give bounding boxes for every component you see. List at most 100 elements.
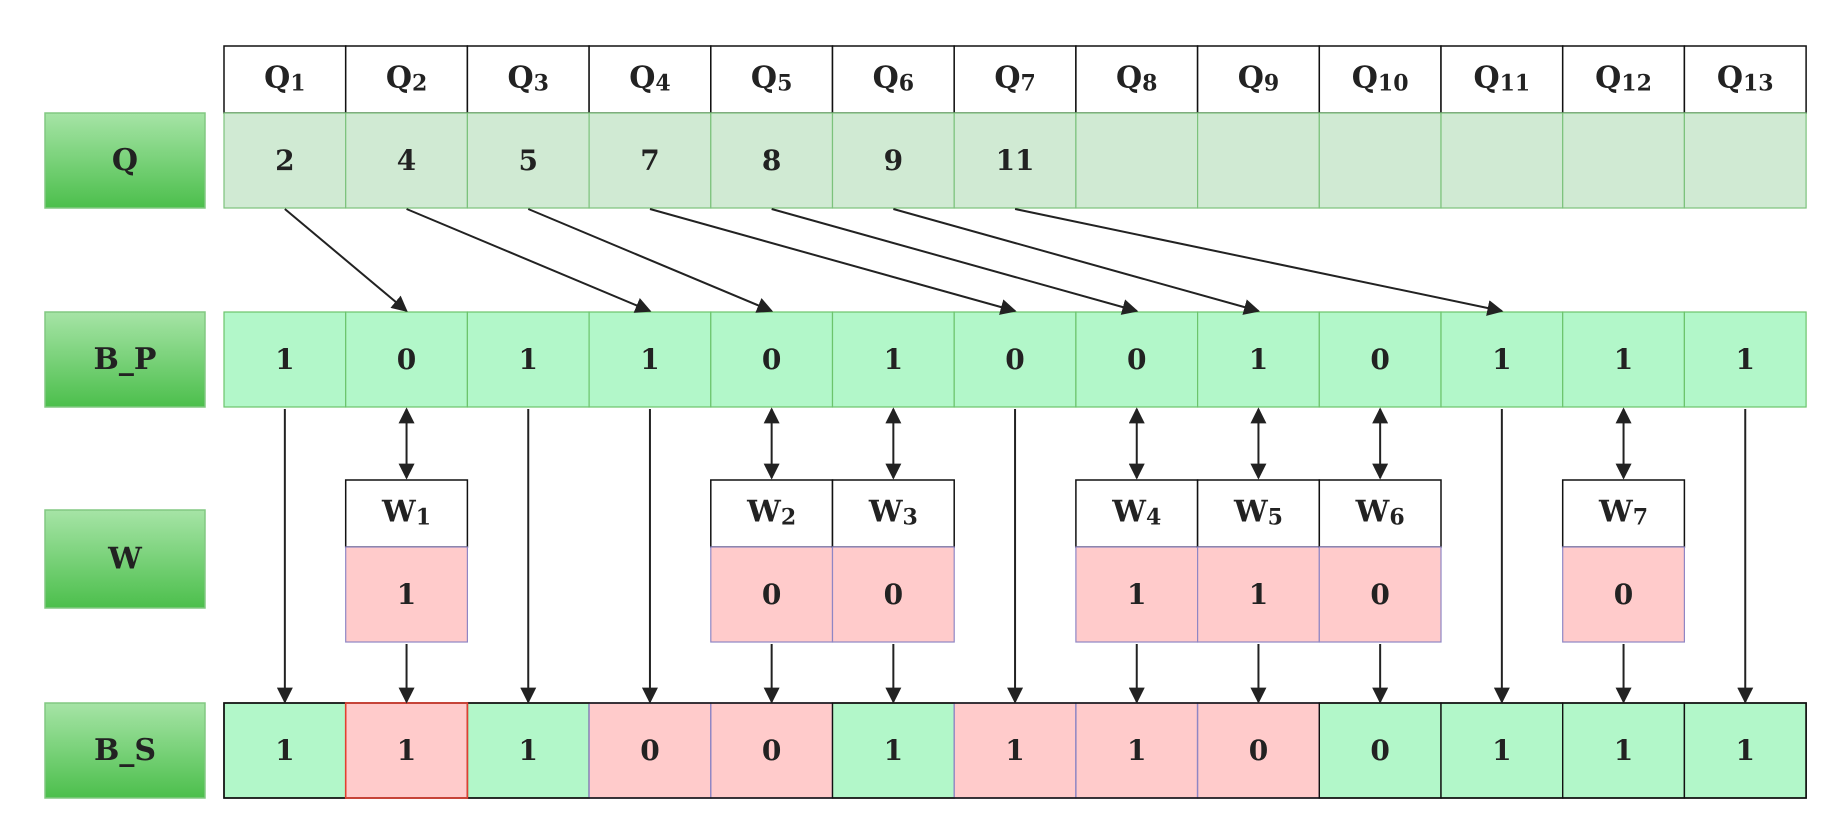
row-label-b-p: B_P <box>44 311 206 408</box>
row-label-b-s: B_S <box>44 702 206 799</box>
q-header-box <box>953 45 1077 114</box>
q-header-box <box>831 45 955 114</box>
row-label-w: W <box>44 509 206 609</box>
w-box-6: W60 <box>1318 479 1442 643</box>
bp-box <box>1075 311 1199 408</box>
bs-box <box>1318 702 1442 799</box>
q-value-box <box>1683 112 1807 209</box>
q-value: 4 <box>397 144 416 177</box>
q-value-box <box>1562 112 1685 209</box>
w-header-label: W1 <box>381 494 431 531</box>
w-value: 0 <box>884 578 903 611</box>
bp-value: 0 <box>1127 343 1146 376</box>
q-header-cell: Q1 <box>223 45 347 114</box>
q-header-cell: Q9 <box>1196 45 1321 114</box>
w-value-box <box>710 546 834 643</box>
w-header-box <box>710 479 834 548</box>
row-label-text: Q <box>112 143 138 178</box>
w-header-box <box>344 479 469 548</box>
q-header-cell: Q8 <box>1075 45 1199 114</box>
bp-box <box>1683 311 1807 408</box>
q-header-cell: Q12 <box>1561 45 1686 114</box>
q-value-cell <box>1075 112 1199 209</box>
q-header-label: Q4 <box>629 60 670 97</box>
row-label-box <box>44 509 206 609</box>
w-value: 0 <box>1370 578 1389 611</box>
q-header-box <box>1440 45 1564 114</box>
q-value: 9 <box>884 144 903 177</box>
q-header-label: Q2 <box>386 60 427 97</box>
bs-value: 1 <box>1127 734 1146 767</box>
q-header-cell: Q11 <box>1440 45 1564 114</box>
bs-value: 1 <box>1736 734 1755 767</box>
q-value-cell <box>1683 112 1807 209</box>
q-header-label: Q8 <box>1116 60 1157 97</box>
w-box-2: W20 <box>710 479 834 643</box>
w-value-box <box>1075 546 1199 643</box>
q-value: 11 <box>996 144 1035 177</box>
q-value-box <box>345 112 469 209</box>
bp-cell: 1 <box>1683 311 1807 408</box>
row-label-text: B_P <box>94 342 157 377</box>
w-box-4: W41 <box>1075 479 1199 643</box>
q-value-cell: 11 <box>953 112 1077 209</box>
w-header-label: W5 <box>1233 494 1283 531</box>
q-header-cell: Q7 <box>953 45 1077 114</box>
bp-box <box>223 311 347 408</box>
w-value-box <box>345 546 469 643</box>
q-to-bp-arrow <box>284 208 408 313</box>
bs-box <box>1561 702 1686 799</box>
q-header-cell: Q10 <box>1318 45 1442 114</box>
bs-cell: 1 <box>466 702 590 799</box>
bs-value: 0 <box>640 734 659 767</box>
bp-value: 0 <box>762 343 781 376</box>
bp-value: 1 <box>884 343 903 376</box>
bp-value: 1 <box>1492 343 1511 376</box>
q-header-box <box>1075 45 1199 114</box>
q-header-label: Q12 <box>1595 60 1652 97</box>
bs-cell: 0 <box>1318 702 1442 799</box>
arrows <box>276 208 1754 704</box>
bp-cell: 0 <box>710 311 834 408</box>
w-header-box <box>831 479 955 548</box>
bs-box <box>831 702 955 799</box>
bs-cell: 1 <box>345 702 469 799</box>
q-header-box <box>710 45 834 114</box>
q-header-label: Q6 <box>873 60 914 97</box>
bs-value: 1 <box>884 734 903 767</box>
w-box-3: W3 0 <box>831 479 955 643</box>
bs-box <box>710 702 834 799</box>
w-value: 1 <box>397 578 416 611</box>
w-value: 0 <box>762 578 781 611</box>
bs-value: 0 <box>1370 734 1389 767</box>
q-to-bp-arrow <box>527 208 774 313</box>
bs-value: 0 <box>1249 734 1268 767</box>
bs-cell: 0 <box>710 702 834 799</box>
w-value: 1 <box>1127 578 1146 611</box>
bs-cell: 1 <box>1561 702 1686 799</box>
bs-value: 0 <box>762 734 781 767</box>
bs-value: 1 <box>1005 734 1024 767</box>
bp-cell: 1 <box>1196 311 1320 408</box>
w-box-7: W70 <box>1561 479 1686 643</box>
bs-cell: 1 <box>1075 702 1199 799</box>
q-to-bp-arrow <box>1014 208 1504 316</box>
w-value-box <box>1318 546 1442 643</box>
q-value-cell: 4 <box>345 112 469 209</box>
bs-value: 1 <box>1492 734 1511 767</box>
bp-cell: 0 <box>345 311 469 408</box>
q-header-label: Q5 <box>751 60 792 97</box>
q-value-cell: 5 <box>466 112 590 209</box>
w-header-label: W3 <box>868 494 918 531</box>
q-header-cell: Q4 <box>588 45 712 114</box>
bp-value: 1 <box>640 343 659 376</box>
w-box-5: W51 <box>1196 479 1321 643</box>
bs-box <box>345 702 469 799</box>
bs-value: 1 <box>275 734 294 767</box>
bp-cell: 1 <box>466 311 590 408</box>
q-header-label: Q10 <box>1352 60 1409 97</box>
q-header-cell: Q2 <box>344 45 469 114</box>
bp-cell: 1 <box>1440 311 1564 408</box>
w-header-box <box>1318 479 1442 548</box>
bp-value: 1 <box>1614 343 1633 376</box>
